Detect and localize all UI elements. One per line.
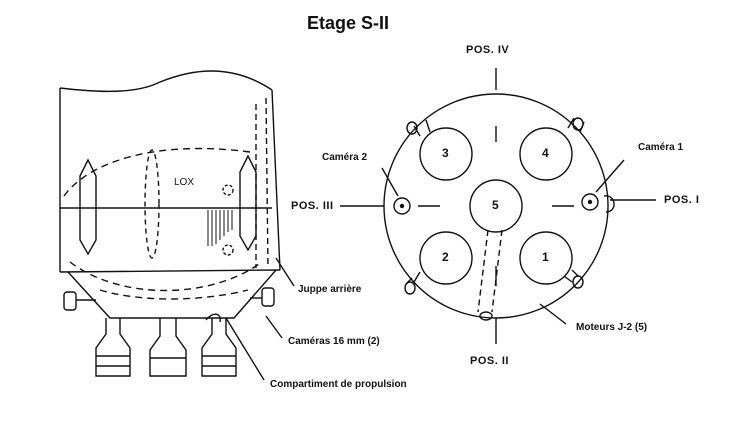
camera-2-port <box>393 197 411 215</box>
lox-tank-lower-dome <box>69 261 263 292</box>
thrust-dashed <box>99 289 249 300</box>
diagram-title: Etage S-II <box>307 13 390 33</box>
cut-edge-top <box>59 70 273 93</box>
engine-3-number: 3 <box>442 146 449 160</box>
camera-curl <box>205 313 221 323</box>
engine-2 <box>419 231 473 285</box>
skirt-dashed-line-2 <box>265 97 269 269</box>
tube-right <box>239 154 257 252</box>
engine-bells <box>95 313 237 377</box>
leader-propulsion <box>225 317 265 381</box>
tunnel-end <box>479 311 493 321</box>
camera-1-label: Caméra 1 <box>638 142 684 153</box>
leader-skirt <box>275 257 295 287</box>
port-dashed-1 <box>222 184 234 196</box>
leader-camera-2 <box>381 167 399 197</box>
lox-tank-upper-dome <box>63 147 251 197</box>
stage-bottom-view <box>340 68 656 344</box>
engine-4 <box>519 127 573 181</box>
pos-2-label: POS. II <box>470 355 509 367</box>
body-bottom-edge <box>59 269 281 273</box>
camera-2-label: Caméra 2 <box>322 152 368 163</box>
stage-side-view <box>59 70 295 381</box>
skirt-callout: Juppe arrière <box>298 284 362 295</box>
camera-1-port <box>581 193 599 211</box>
tunnel-dashed <box>477 229 503 313</box>
thrust-cone <box>67 269 277 319</box>
pos-3-label: POS. III <box>291 200 334 212</box>
pos-4-label: POS. IV <box>466 44 510 56</box>
leader-cameras16 <box>265 315 283 339</box>
engine-5-number: 5 <box>492 198 499 212</box>
camera16-left <box>63 291 77 311</box>
port-dashed-2 <box>222 244 234 256</box>
lox-tank-label: LOX <box>174 177 195 188</box>
engine-1 <box>519 231 573 285</box>
engine-5 <box>469 179 523 233</box>
engines-label: Moteurs J-2 (5) <box>576 322 648 333</box>
tube-left <box>79 158 97 256</box>
engine-3 <box>419 127 473 181</box>
propulsion-callout: Compartiment de propulsion <box>270 379 407 390</box>
engine-2-number: 2 <box>442 250 449 264</box>
cameras16-callout: Caméras 16 mm (2) <box>288 336 380 347</box>
tank-tunnel-dashed <box>144 149 160 259</box>
camera-2-lens <box>399 203 405 209</box>
camera-1-lens <box>587 199 593 205</box>
camera-1-bump <box>603 195 615 213</box>
camera16-right <box>261 287 275 307</box>
engine-1-number: 1 <box>542 250 549 264</box>
body-right-edge <box>271 89 281 271</box>
engine-4-number: 4 <box>542 146 549 160</box>
actuator-stubs <box>404 117 585 295</box>
leader-camera-1 <box>595 159 625 193</box>
hatch-block <box>207 210 233 246</box>
pos-1-label: POS. I <box>664 194 700 206</box>
leader-engines <box>539 303 567 325</box>
